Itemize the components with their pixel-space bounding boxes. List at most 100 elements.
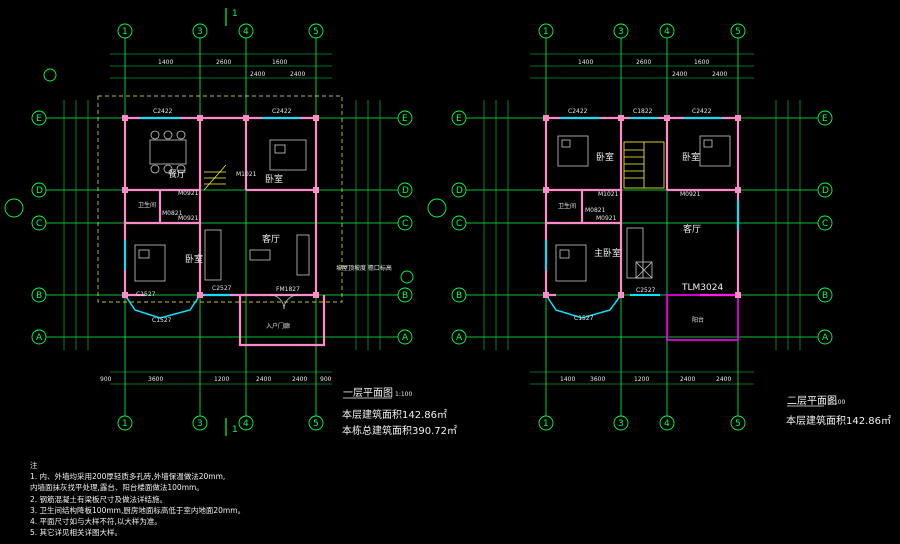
- note-line: 1. 内、外墙均采用200厚轻质多孔砖,外墙保温做法20mm,: [30, 472, 226, 482]
- dim-text: 2400: [716, 376, 731, 383]
- note-line: 3. 卫生间结构降板100mm,厨房地面标高低于室内地面20mm。: [30, 505, 246, 515]
- axis-label: 1: [122, 27, 128, 37]
- axis-label: 3: [618, 419, 624, 429]
- dim-text: 1400: [158, 59, 173, 66]
- notes-heading: 注: [30, 461, 38, 470]
- axis-label: 3: [618, 27, 624, 37]
- axis-label: 4: [664, 419, 670, 429]
- bay-window-right: [545, 294, 622, 319]
- entry-door: [269, 294, 299, 310]
- dim-text: 2400: [290, 71, 305, 78]
- plan1-title: 一层平面图: [343, 387, 393, 399]
- dining-table: [149, 130, 187, 174]
- plan2-area: 本层建筑面积142.86㎡: [786, 414, 891, 427]
- dim-text: 2400: [256, 376, 271, 383]
- window-tag: C1527: [574, 315, 594, 322]
- dim-text: 2400: [672, 71, 687, 78]
- section-mark-label: 1: [232, 9, 238, 19]
- dim-text: 1200: [214, 376, 229, 383]
- dim-text: 3600: [590, 376, 605, 383]
- first-floor-plan: 餐厅 卧室 卧室 客厅 卫生间 入户门廊 C2422 C2422 C1527 C…: [4, 8, 457, 437]
- axis-label: B: [402, 291, 408, 301]
- section-mark-label: 1: [232, 425, 238, 435]
- roof-outline: [97, 95, 343, 303]
- window-tag: C2527: [636, 287, 656, 294]
- note-line: 5. 其它详见相关详图大样。: [30, 528, 123, 538]
- plan1-total-area: 本栋总建筑面积390.72㎡: [342, 424, 457, 437]
- dim-text: 3600: [148, 376, 163, 383]
- door-tag: M0921: [596, 215, 617, 222]
- axis-label: 5: [313, 419, 319, 429]
- axis-label: 3: [197, 419, 203, 429]
- axis-label: D: [36, 186, 43, 196]
- axis-label: E: [36, 114, 42, 124]
- axis-label: D: [822, 186, 829, 196]
- door-tag: M1021: [236, 171, 257, 178]
- dim-text: 1600: [694, 59, 709, 66]
- axis-label: 1: [122, 419, 128, 429]
- axis-label: B: [822, 291, 828, 301]
- axis-bubbles-left: [4, 23, 414, 431]
- dim-text: 2400: [680, 376, 695, 383]
- window-tag: C2422: [272, 108, 292, 115]
- note-line: 内墙面抹灰找平处理,露台、阳台楼面做法100mm。: [30, 483, 204, 493]
- axis-label: 4: [243, 419, 249, 429]
- room-label-bedroom-1: 卧室: [265, 173, 283, 185]
- plan1-scale: 1:100: [395, 391, 412, 398]
- room-label-bedroom-a: 卧室: [596, 151, 614, 163]
- axis-label: B: [36, 291, 42, 301]
- axis-label: 5: [313, 27, 319, 37]
- room-label-bath: 卫生间: [138, 201, 156, 209]
- plan2-scale: 1:100: [828, 399, 845, 406]
- dimension-lines-left: [63, 53, 381, 385]
- axis-label: 5: [735, 419, 741, 429]
- window-tag: C1822: [633, 108, 653, 115]
- axis-label: B: [456, 291, 462, 301]
- axis-grid-left: [46, 38, 398, 416]
- walls-left: [123, 116, 326, 347]
- dim-text: 2400: [292, 376, 307, 383]
- axis-label: A: [456, 333, 463, 343]
- axis-label: C: [822, 219, 828, 229]
- door-tag: M0921: [178, 190, 199, 197]
- axis-bubbles-right: [427, 23, 833, 431]
- general-notes: 注 1. 内、外墙均采用200厚轻质多孔砖,外墙保温做法20mm, 内墙面抹灰找…: [30, 460, 245, 538]
- axis-label: E: [822, 114, 828, 124]
- dim-text: 900: [100, 376, 112, 383]
- axis-label: C: [36, 219, 42, 229]
- door-tag: M0921: [680, 191, 701, 198]
- door-tag: M0821: [585, 207, 606, 214]
- window-tag: C2422: [153, 108, 173, 115]
- door-tag: FM1827: [276, 286, 300, 293]
- room-label-living-right: 客厅: [683, 223, 701, 235]
- axis-label: E: [402, 114, 408, 124]
- stairs-right: [623, 141, 665, 189]
- room-label-dining: 餐厅: [168, 168, 186, 180]
- axis-label: C: [456, 219, 462, 229]
- axis-label: D: [402, 186, 409, 196]
- room-label-living: 客厅: [262, 233, 280, 245]
- axis-grid-right: [466, 38, 818, 416]
- dimension-lines-right: [483, 53, 801, 385]
- axis-label: 4: [664, 27, 670, 37]
- door-tag: M1021: [598, 191, 619, 198]
- window-tag: C2422: [568, 108, 588, 115]
- axis-label: E: [456, 114, 462, 124]
- door-tag: M0921: [178, 215, 199, 222]
- dim-text: 2400: [250, 71, 265, 78]
- axis-label: 1: [543, 419, 549, 429]
- window-tag: C1527: [136, 291, 156, 298]
- dim-text: 2400: [712, 71, 727, 78]
- living-furniture-right: [626, 227, 653, 279]
- dim-text: 2600: [636, 59, 651, 66]
- second-floor-plan: 卧室 卧室 主卧室 客厅 卫生间 阳台 C2422 C1822 C2422 C2…: [427, 23, 891, 431]
- axis-label: A: [822, 333, 829, 343]
- dim-text: 2600: [216, 59, 231, 66]
- note-line: 2. 钢筋混凝土有梁板尺寸及做法详结施。: [30, 494, 168, 504]
- dim-text: 900: [320, 376, 332, 383]
- window-tag: C2527: [212, 285, 232, 292]
- room-label-bedroom-b: 卧室: [682, 151, 700, 163]
- room-label-master: 主卧室: [594, 247, 621, 259]
- dim-text: 1600: [272, 59, 287, 66]
